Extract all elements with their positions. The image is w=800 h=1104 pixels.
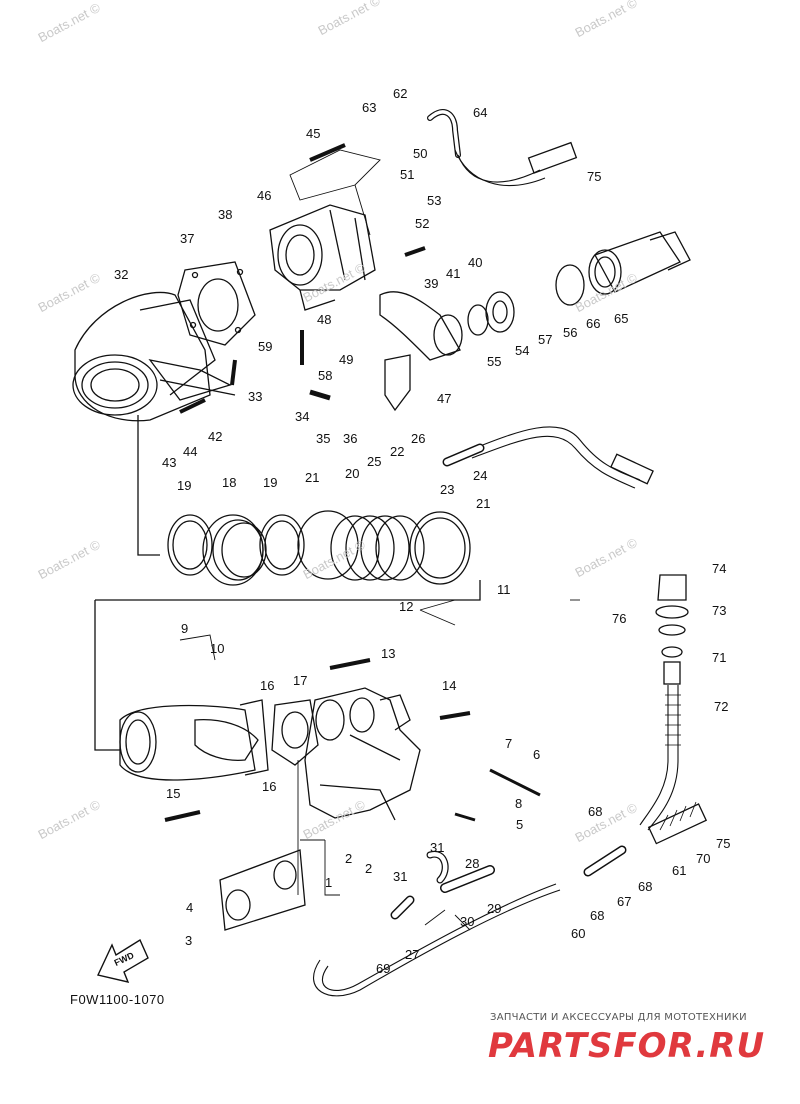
exhaust-body-lower	[304, 687, 421, 821]
shop-logo[interactable]: PARTSFOR.RU	[488, 1026, 766, 1066]
callout-27: 27	[405, 947, 420, 962]
callout-54: 54	[515, 343, 530, 358]
drawing-code: F0W1100-1070	[70, 992, 165, 1007]
callout-38: 38	[218, 207, 233, 222]
callout-71: 71	[712, 650, 727, 665]
callout-32: 32	[114, 267, 129, 282]
callout-63: 63	[362, 100, 377, 115]
callout-64: 64	[473, 105, 488, 120]
callout-31b: 31	[430, 840, 445, 855]
callout-68b: 68	[638, 879, 653, 894]
callout-62: 62	[393, 86, 408, 101]
fwd-arrow-icon	[97, 938, 149, 983]
callout-21: 21	[305, 470, 320, 485]
callout-19b: 19	[263, 475, 278, 490]
callout-39: 39	[424, 276, 439, 291]
callout-5: 5	[516, 817, 524, 832]
callout-11: 11	[497, 582, 511, 597]
shop-tagline: ЗАПЧАСТИ И АКСЕССУАРЫ ДЛЯ МОТОТЕХНИКИ	[490, 1012, 747, 1023]
callout-58: 58	[318, 368, 333, 383]
callout-20: 20	[345, 466, 360, 481]
callout-60: 60	[571, 926, 586, 941]
callout-50: 50	[413, 146, 428, 161]
callout-14: 14	[442, 678, 457, 693]
manifold-46	[269, 204, 376, 311]
callout-1: 1	[325, 875, 333, 890]
callout-70: 70	[696, 851, 711, 866]
callout-18: 18	[222, 475, 237, 490]
callout-24: 24	[473, 468, 488, 483]
callout-22: 22	[390, 444, 405, 459]
callout-31: 31	[393, 869, 408, 884]
gasket-37	[177, 261, 256, 346]
outlet-pipe-65	[555, 231, 691, 306]
callout-10: 10	[210, 641, 225, 656]
callout-40: 40	[468, 255, 483, 270]
callout-4: 4	[186, 900, 194, 915]
callout-44: 44	[183, 444, 198, 459]
callout-65: 65	[614, 311, 629, 326]
callout-28: 28	[465, 856, 480, 871]
callout-6: 6	[533, 747, 541, 762]
callout-16b: 16	[262, 779, 277, 794]
callout-15: 15	[166, 786, 181, 801]
callout-8: 8	[515, 796, 523, 811]
callout-69: 69	[376, 961, 391, 976]
muffler-chamber-32	[72, 291, 236, 422]
callout-9: 9	[181, 621, 189, 636]
callout-55: 55	[487, 354, 502, 369]
callout-16: 16	[260, 678, 275, 693]
callout-74: 74	[712, 561, 727, 576]
callout-52: 52	[415, 216, 430, 231]
callout-66: 66	[586, 316, 601, 331]
callout-2: 2	[345, 851, 353, 866]
callout-33: 33	[248, 389, 263, 404]
callout-43: 43	[162, 455, 177, 470]
callout-13: 13	[381, 646, 396, 661]
callout-36: 36	[343, 431, 358, 446]
callout-76: 76	[612, 611, 627, 626]
callout-29: 29	[487, 901, 502, 916]
callout-41: 41	[446, 266, 461, 281]
callout-46: 46	[257, 188, 272, 203]
callout-53: 53	[427, 193, 442, 208]
callout-2b: 2	[365, 861, 373, 876]
hose-clamps-row	[167, 510, 471, 586]
callout-75: 75	[587, 169, 602, 184]
callout-56: 56	[563, 325, 578, 340]
callout-72: 72	[714, 699, 729, 714]
callout-73: 73	[712, 603, 727, 618]
callout-49: 49	[339, 352, 354, 367]
callout-37: 37	[180, 231, 195, 246]
callout-30: 30	[460, 914, 475, 929]
callout-57: 57	[538, 332, 553, 347]
callout-59: 59	[258, 339, 273, 354]
exhaust-chamber-9	[119, 699, 269, 781]
callout-26: 26	[411, 431, 426, 446]
callout-25: 25	[367, 454, 382, 469]
callout-68c: 68	[590, 908, 605, 923]
callout-3: 3	[185, 933, 193, 948]
callout-34: 34	[295, 409, 310, 424]
callout-35: 35	[316, 431, 331, 446]
callout-21b: 21	[476, 496, 491, 511]
callout-68: 68	[588, 804, 603, 819]
callout-42: 42	[208, 429, 223, 444]
callout-19: 19	[177, 478, 192, 493]
callout-12: 12	[399, 599, 414, 614]
callout-45: 45	[306, 126, 321, 141]
callout-48: 48	[317, 312, 332, 327]
callout-75b: 75	[716, 836, 731, 851]
callout-17: 17	[293, 673, 308, 688]
callout-51: 51	[400, 167, 415, 182]
callout-7: 7	[505, 736, 513, 751]
callout-23: 23	[440, 482, 455, 497]
callout-61: 61	[672, 863, 687, 878]
callout-67: 67	[617, 894, 632, 909]
callout-47: 47	[437, 391, 452, 406]
